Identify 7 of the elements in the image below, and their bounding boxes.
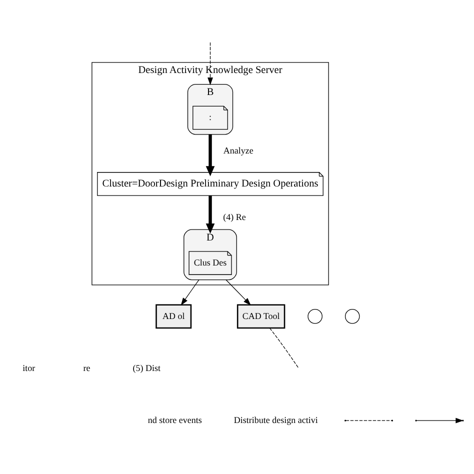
edge-label: (4) Re [222, 212, 246, 222]
legend-label: Distribute design activi [233, 414, 318, 425]
label: itor [22, 362, 35, 373]
edge-label: Analyze [222, 146, 253, 156]
label: (5) Dist [132, 362, 160, 373]
legend-label: nd store events [147, 414, 202, 425]
label: re [82, 362, 90, 373]
